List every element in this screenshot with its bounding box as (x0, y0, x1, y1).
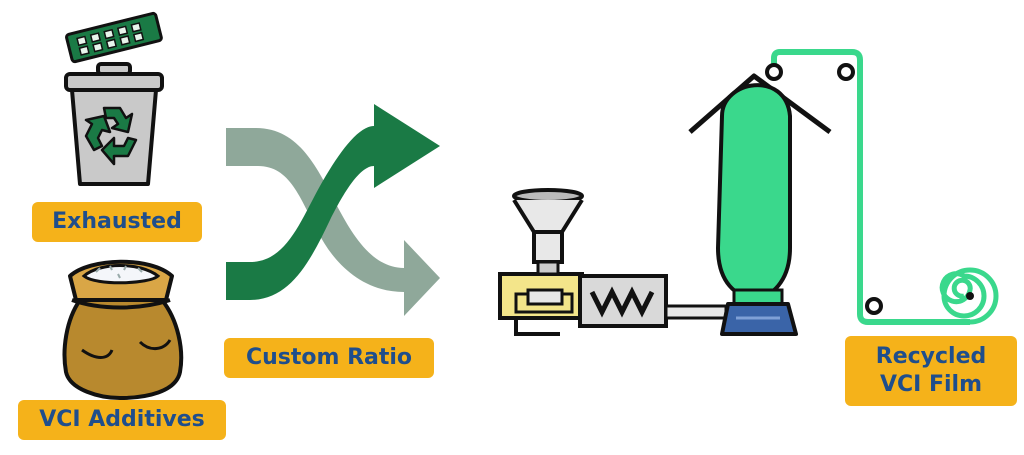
recycled-vci-film-line1: Recycled (875, 344, 987, 369)
recycle-symbol-icon (84, 106, 138, 166)
exhausted-label: Exhausted (32, 202, 202, 242)
hopper-icon (512, 188, 584, 276)
film-roll-icon (939, 267, 999, 325)
extruder-machine-icon (498, 188, 728, 336)
sack-icon (62, 259, 184, 400)
circuit-board-icon (65, 11, 163, 64)
recycled-vci-film-line2: VCI Film (879, 372, 983, 397)
custom-ratio-label: Custom Ratio (224, 338, 434, 378)
vci-additives-label: VCI Additives (18, 400, 226, 440)
recycled-vci-film-label: Recycled VCI Film (845, 336, 1017, 406)
film-path-icon (765, 49, 970, 325)
recycle-bin-icon (64, 62, 164, 186)
shuffle-arrows-icon (226, 104, 440, 316)
film-bubble-icon (688, 73, 832, 336)
